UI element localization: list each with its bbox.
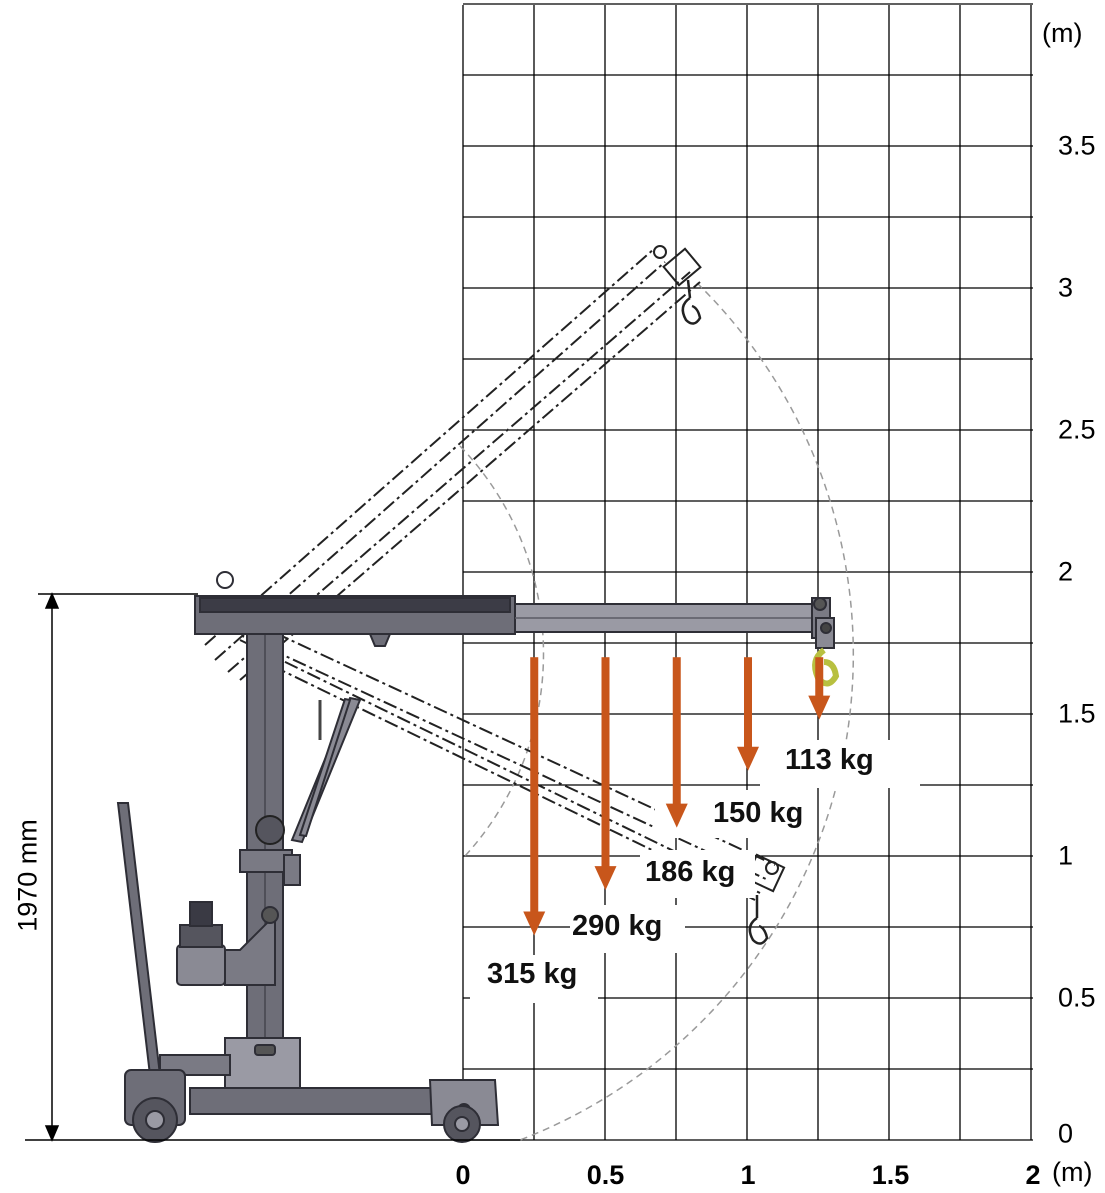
- y-tick-label: 1: [1058, 840, 1074, 871]
- reach-arc-outer: [519, 282, 855, 1141]
- load-arrow-shaft: [815, 657, 824, 700]
- y-tick-label: 3.5: [1058, 130, 1096, 161]
- y-tick-label: 3: [1058, 272, 1074, 303]
- load-arrow: [808, 657, 831, 720]
- x-tick-label: 0: [455, 1160, 471, 1190]
- y-tick-label: 2.5: [1058, 414, 1096, 445]
- load-label-186: 186 kg: [645, 856, 736, 888]
- height-dimension-line: [25, 592, 520, 1142]
- x-tick-label: 1.5: [871, 1160, 910, 1190]
- load-label-113: 113 kg: [785, 744, 874, 776]
- load-arrow-shaft: [530, 657, 539, 916]
- load-label-315: 315 kg: [487, 958, 578, 990]
- load-arrow-shaft: [744, 657, 752, 751]
- load-label-290: 290 kg: [572, 910, 663, 942]
- load-arrow: [523, 657, 546, 936]
- boom-raised-tip: [662, 247, 702, 287]
- load-arrow-shaft: [601, 657, 610, 871]
- load-arrow: [665, 657, 688, 828]
- y-axis-unit: (m): [1042, 18, 1083, 48]
- reach-arcs: [459, 282, 855, 1141]
- load-arrow-head: [808, 695, 831, 720]
- y-tick-label: 0: [1058, 1118, 1074, 1149]
- load-arrow-head: [523, 911, 546, 936]
- y-tick-label: 2: [1058, 556, 1074, 587]
- load-arrow-head: [737, 746, 759, 771]
- hook-lowered: [748, 895, 769, 945]
- x-axis-unit: (m): [1052, 1157, 1093, 1187]
- x-tick-label: 0.5: [586, 1160, 625, 1190]
- y-tick-label: 0.5: [1058, 982, 1096, 1013]
- load-arrow-head: [594, 866, 617, 891]
- load-arrow-shaft: [672, 657, 681, 808]
- height-dimension-label: 1970 mm: [12, 819, 43, 932]
- x-tick-label: 1: [740, 1160, 756, 1190]
- load-arrow: [594, 657, 617, 891]
- boom-horizontal: [194, 571, 835, 649]
- push-handle: [116, 802, 162, 1076]
- load-arrow: [737, 657, 759, 771]
- hydraulic-ram: [290, 696, 362, 844]
- load-arrow-head: [665, 803, 688, 828]
- motor-unit: [176, 901, 279, 986]
- hook-raised: [681, 279, 702, 325]
- mast: [239, 624, 301, 1066]
- load-label-150: 150 kg: [713, 797, 804, 829]
- load-arrows: [523, 657, 831, 936]
- y-tick-label: 1.5: [1058, 698, 1096, 729]
- crane-base: [124, 1037, 500, 1143]
- reach-arc-inner: [459, 445, 545, 857]
- x-tick-label: 2: [1025, 1160, 1041, 1190]
